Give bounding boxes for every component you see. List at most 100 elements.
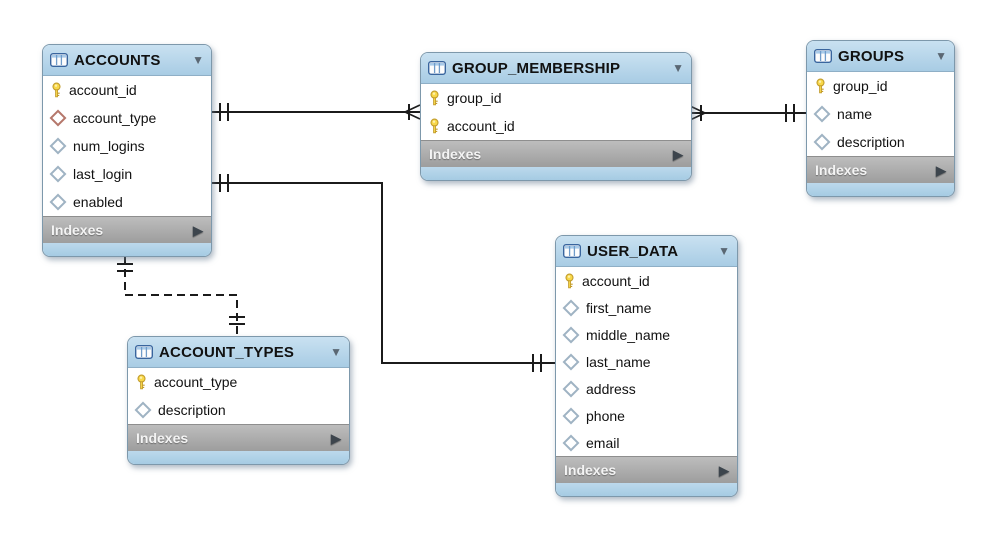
relationship-accounts-account-types[interactable] [117, 256, 245, 336]
column-row[interactable]: last_login [43, 160, 211, 188]
column-diamond-icon [562, 434, 580, 451]
indexes-bar[interactable]: Indexes ▶ [807, 156, 954, 183]
indexes-label: Indexes [136, 430, 189, 446]
table-footer [421, 167, 691, 180]
expand-right-icon[interactable]: ▶ [936, 162, 946, 178]
column-row[interactable]: address [556, 375, 737, 402]
column-name: last_login [73, 166, 133, 182]
column-list: group_id account_id [421, 84, 691, 140]
cardinality-one-ticks [219, 174, 229, 192]
column-row[interactable]: group_id [807, 72, 954, 100]
column-name: account_type [73, 110, 157, 126]
column-row[interactable]: account_type [43, 104, 211, 132]
table-header[interactable]: ACCOUNT_TYPES ▼ [128, 337, 349, 368]
table-icon [563, 244, 581, 258]
table-header[interactable]: ACCOUNTS ▼ [43, 45, 211, 76]
table-groups[interactable]: GROUPS ▼ group_id name description Index… [806, 40, 955, 197]
table-account-types[interactable]: ACCOUNT_TYPES ▼ account_type description… [127, 336, 350, 465]
indexes-label: Indexes [51, 222, 104, 238]
expand-right-icon[interactable]: ▶ [331, 430, 341, 446]
table-footer [807, 183, 954, 196]
column-row[interactable]: account_type [128, 368, 349, 396]
table-title: GROUPS [838, 47, 905, 65]
indexes-bar[interactable]: Indexes ▶ [556, 456, 737, 483]
table-footer [556, 483, 737, 496]
indexes-bar[interactable]: Indexes ▶ [43, 216, 211, 243]
column-name: description [837, 134, 905, 150]
relationship-accounts-group-membership[interactable] [210, 103, 421, 121]
column-name: group_id [833, 78, 888, 94]
crow-foot-icon [404, 104, 421, 120]
expand-right-icon[interactable]: ▶ [719, 462, 729, 478]
column-name: account_type [154, 374, 238, 390]
column-name: account_id [582, 272, 650, 289]
indexes-bar[interactable]: Indexes ▶ [421, 140, 691, 167]
column-row[interactable]: account_id [421, 112, 691, 140]
primary-key-icon [50, 82, 63, 98]
column-name: account_id [69, 82, 137, 98]
column-row[interactable]: last_name [556, 348, 737, 375]
column-row[interactable]: description [807, 128, 954, 156]
table-title: ACCOUNT_TYPES [159, 343, 295, 361]
column-row[interactable]: account_id [556, 267, 737, 294]
relationship-group-membership-groups[interactable] [689, 104, 806, 122]
column-row[interactable]: group_id [421, 84, 691, 112]
primary-key-icon [428, 118, 441, 134]
column-diamond-icon [49, 137, 67, 155]
column-row[interactable]: email [556, 429, 737, 456]
primary-key-icon [135, 374, 148, 390]
column-diamond-icon [562, 407, 580, 424]
cardinality-one-ticks [532, 354, 542, 372]
column-row[interactable]: phone [556, 402, 737, 429]
table-user-data[interactable]: USER_DATA ▼ account_id first_name middle… [555, 235, 738, 497]
column-row[interactable]: first_name [556, 294, 737, 321]
column-diamond-icon [49, 165, 67, 183]
column-name: last_name [586, 353, 651, 370]
column-diamond-icon [562, 299, 580, 316]
cardinality-one-ticks [219, 103, 229, 121]
column-row[interactable]: name [807, 100, 954, 128]
chevron-down-icon[interactable]: ▼ [935, 49, 947, 63]
table-header[interactable]: USER_DATA ▼ [556, 236, 737, 267]
column-row[interactable]: num_logins [43, 132, 211, 160]
table-icon [135, 345, 153, 359]
chevron-down-icon[interactable]: ▼ [330, 345, 342, 359]
column-row[interactable]: account_id [43, 76, 211, 104]
column-name: email [586, 434, 620, 451]
cardinality-one-ticks [229, 316, 245, 325]
column-list: account_id account_type num_logins last_… [43, 76, 211, 216]
column-diamond-icon [49, 193, 67, 211]
chevron-down-icon[interactable]: ▼ [192, 53, 204, 67]
column-list: group_id name description [807, 72, 954, 156]
crow-foot-icon [689, 105, 706, 121]
table-icon [50, 53, 68, 67]
indexes-label: Indexes [564, 462, 617, 478]
column-name: address [586, 380, 636, 397]
column-name: middle_name [586, 326, 671, 343]
table-header[interactable]: GROUP_MEMBERSHIP ▼ [421, 53, 691, 84]
cardinality-one-ticks [117, 263, 133, 272]
chevron-down-icon[interactable]: ▼ [672, 61, 684, 75]
table-accounts[interactable]: ACCOUNTS ▼ account_id account_type num_l… [42, 44, 212, 257]
indexes-bar[interactable]: Indexes ▶ [128, 424, 349, 451]
expand-right-icon[interactable]: ▶ [673, 146, 683, 162]
indexes-label: Indexes [429, 146, 482, 162]
chevron-down-icon[interactable]: ▼ [718, 244, 730, 258]
column-name: group_id [447, 90, 502, 106]
column-row[interactable]: enabled [43, 188, 211, 216]
cardinality-one-ticks [785, 104, 795, 122]
column-diamond-icon [562, 353, 580, 370]
expand-right-icon[interactable]: ▶ [193, 222, 203, 238]
column-row[interactable]: middle_name [556, 321, 737, 348]
column-row[interactable]: description [128, 396, 349, 424]
foreign-key-diamond-icon [49, 109, 67, 127]
column-diamond-icon [562, 326, 580, 343]
table-header[interactable]: GROUPS ▼ [807, 41, 954, 72]
primary-key-icon [563, 273, 576, 289]
primary-key-icon [814, 78, 827, 94]
table-group-membership[interactable]: GROUP_MEMBERSHIP ▼ group_id account_id I… [420, 52, 692, 181]
column-name: description [158, 402, 226, 418]
primary-key-icon [428, 90, 441, 106]
column-name: name [837, 106, 873, 122]
indexes-label: Indexes [815, 162, 868, 178]
